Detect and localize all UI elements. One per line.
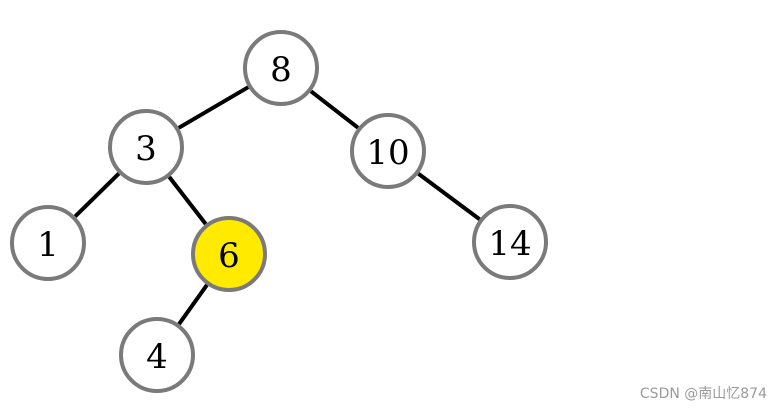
edge-n8-n10 <box>309 89 360 130</box>
node-circle-highlighted <box>191 216 267 292</box>
tree-node-1: 1 <box>10 205 86 281</box>
node-label: 6 <box>218 236 240 276</box>
tree-node-4: 4 <box>119 317 195 393</box>
node-circle <box>119 317 195 393</box>
edge-n6-n4 <box>177 283 209 326</box>
edge-n10-n14 <box>417 172 481 221</box>
watermark-text: CSDN @南山忆874 <box>639 386 767 402</box>
tree-node-14: 14 <box>472 204 548 280</box>
edge-n8-n3 <box>177 85 250 130</box>
node-label: 4 <box>146 337 168 377</box>
node-label: 14 <box>488 224 531 264</box>
node-label: 1 <box>37 225 59 265</box>
node-circle <box>350 113 426 189</box>
node-label: 10 <box>366 133 409 173</box>
node-circle <box>10 205 86 281</box>
tree-node-8: 8 <box>243 30 319 106</box>
node-circle <box>108 109 184 185</box>
tree-node-10: 10 <box>350 113 426 189</box>
node-circle <box>243 30 319 106</box>
node-circle <box>472 204 548 280</box>
node-label: 8 <box>270 50 292 90</box>
nodes-layer: 8 3 10 1 6 14 4 <box>10 30 548 393</box>
edge-n3-n6 <box>167 175 208 226</box>
tree-node-3: 3 <box>108 109 184 185</box>
node-label: 3 <box>135 129 157 169</box>
edge-n3-n1 <box>73 172 121 218</box>
edges-layer <box>73 85 481 326</box>
tree-node-6: 6 <box>191 216 267 292</box>
